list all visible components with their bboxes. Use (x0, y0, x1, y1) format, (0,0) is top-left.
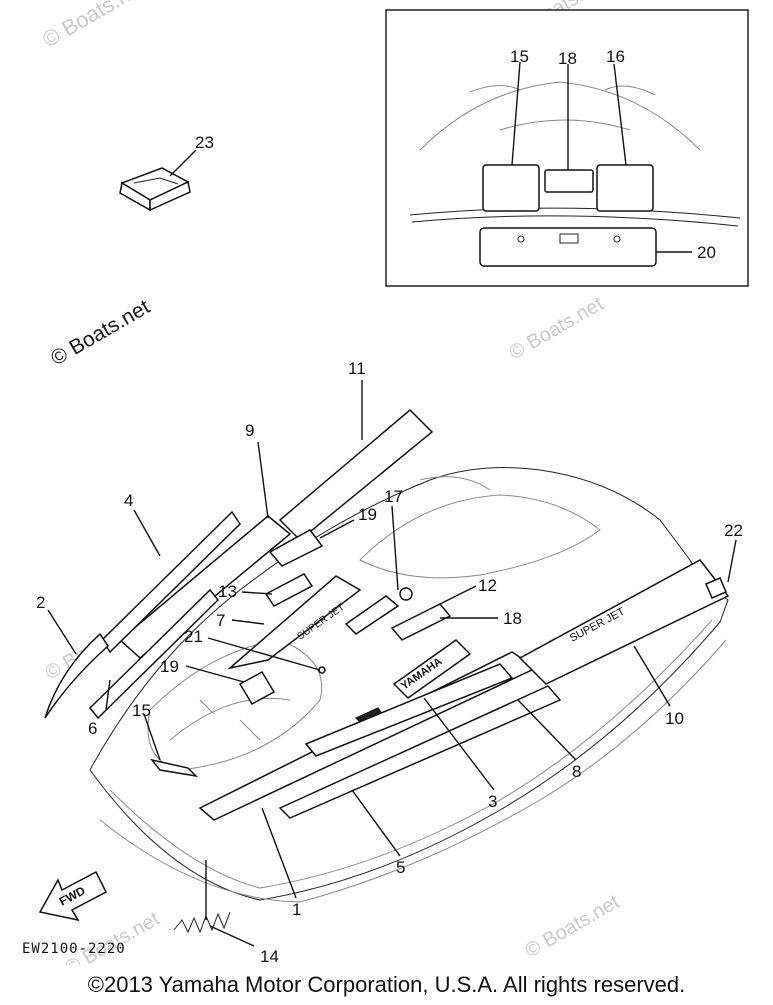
rear-view-inset: 15 18 16 20 (385, 9, 749, 287)
decal-19-lower (238, 670, 276, 706)
callout-11: 11 (348, 359, 366, 378)
decal-6 (88, 588, 220, 720)
watermark-main: © Boats.net (47, 295, 154, 370)
part-23-pouch: 23 (119, 133, 214, 212)
watermark-faint-3: © Boats.net (506, 293, 608, 365)
callout-20: 20 (697, 243, 716, 262)
diagram-code: EW2100-2220 (22, 941, 126, 957)
decal-15-inset (482, 164, 540, 212)
decal-12 (344, 595, 400, 635)
decal-10 (518, 559, 730, 685)
callout-19-upper: 19 (358, 505, 377, 524)
decal-8 (304, 663, 514, 757)
callout-8: 8 (572, 762, 581, 781)
decal-5 (278, 685, 562, 819)
callout-18-inset: 18 (558, 49, 577, 68)
decal-19-upper (268, 529, 324, 567)
callout-13: 13 (218, 582, 237, 601)
callout-6: 6 (88, 719, 97, 738)
callouts: 11 9 4 17 19 22 13 12 2 7 18 21 19 15 6 … (36, 359, 743, 965)
watermark-faint-1: © Boats.net (38, 0, 150, 52)
decal-16-inset (596, 164, 654, 212)
decal-15 (150, 758, 199, 778)
callout-23: 23 (195, 133, 214, 152)
callout-22: 22 (724, 521, 743, 540)
decal-4 (101, 510, 241, 654)
decal-17 (399, 587, 413, 601)
callout-17: 17 (384, 487, 403, 506)
decal-2 (44, 632, 109, 719)
callout-5: 5 (396, 858, 405, 877)
copyright-notice: ©2013 Yamaha Motor Corporation, U.S.A. A… (87, 972, 686, 997)
callout-14: 14 (260, 947, 279, 965)
callout-7: 7 (216, 611, 225, 630)
decal-14 (173, 911, 231, 934)
callout-16: 16 (606, 47, 625, 66)
callout-10: 10 (665, 709, 684, 728)
callout-4: 4 (124, 491, 133, 510)
decal-22 (705, 577, 727, 599)
decal-9 (118, 515, 292, 659)
callout-9: 9 (245, 421, 254, 440)
callout-12: 12 (478, 576, 497, 595)
callout-15-inset: 15 (510, 47, 529, 66)
callout-3: 3 (488, 792, 497, 811)
watermark-faint-7: © Boats.net (522, 891, 624, 963)
callout-2: 2 (36, 593, 45, 612)
decal-7 (227, 575, 362, 670)
decal-18-inset (544, 169, 594, 193)
callout-19-lower: 19 (160, 657, 179, 676)
decal-13 (264, 573, 314, 607)
callout-15: 15 (132, 701, 151, 720)
parts-diagram: © Boats.net © Boats.net © Boats.net © Bo… (22, 0, 749, 965)
decal-11 (278, 408, 434, 542)
fwd-arrow-icon: FWD (38, 870, 107, 922)
decal-strips: SUPER JET YAMAHA SUPER JET (44, 408, 730, 934)
callout-1: 1 (292, 900, 301, 919)
leader-lines (47, 380, 737, 947)
callout-21: 21 (184, 627, 203, 646)
decal-18 (390, 603, 452, 641)
decal-3 (392, 639, 472, 699)
callout-18: 18 (503, 609, 522, 628)
